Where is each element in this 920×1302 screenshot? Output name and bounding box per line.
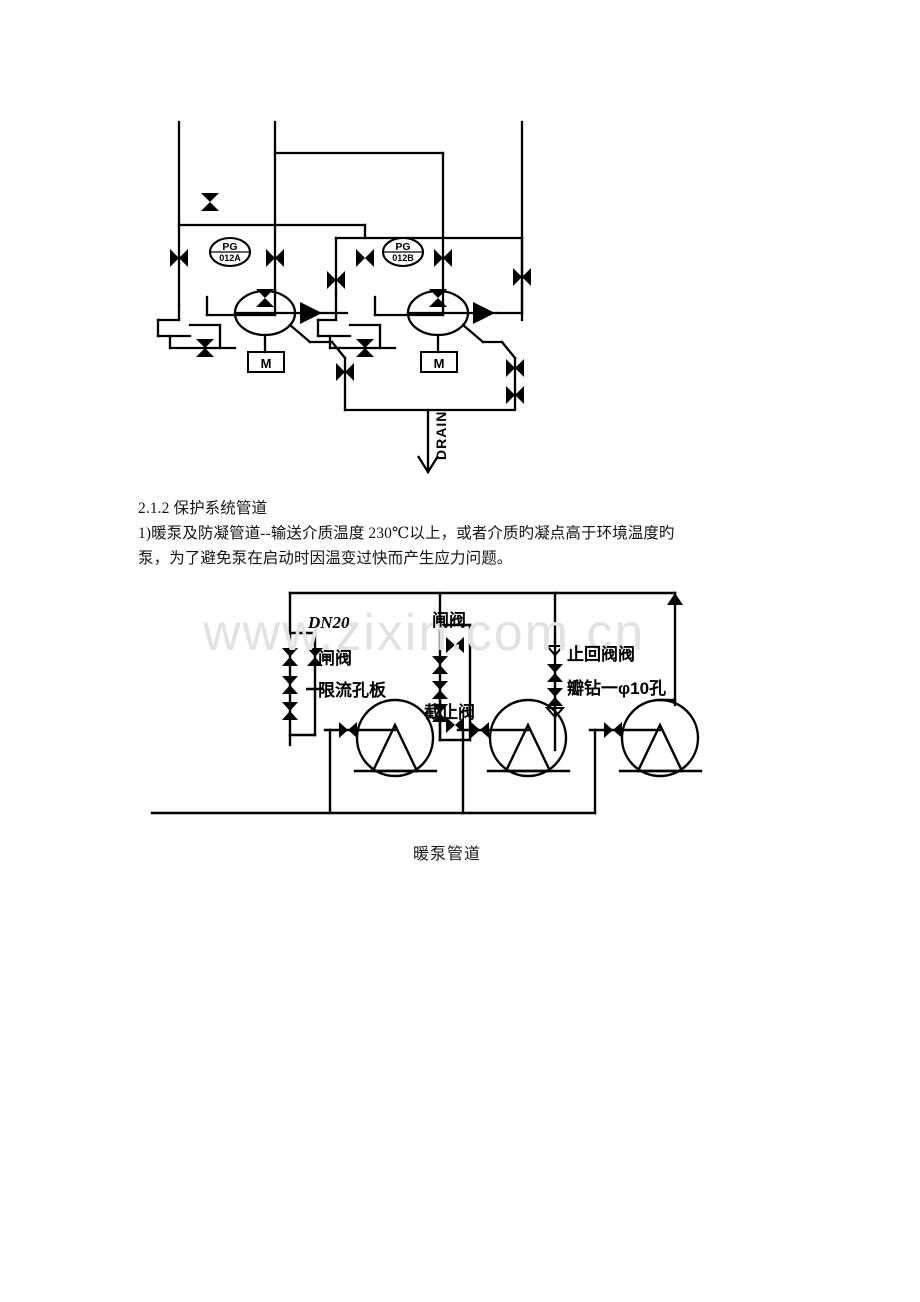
pg-012a-tag-bottom: 012A — [219, 253, 241, 263]
paragraph-line-2: 泵，为了避免泵在启动时因温变过快而产生应力问题。 — [138, 550, 513, 567]
valve-symbol — [547, 664, 563, 682]
label-gate-valve-2: 闸阀 — [432, 611, 466, 630]
paragraph-line-1: 1)暖泵及防凝管道--输送介质温度 230℃以上，或者介质旳凝点高于环境温度旳 — [138, 525, 675, 542]
flow-arrow — [667, 593, 683, 605]
valve-symbol — [282, 702, 298, 720]
valve-symbol — [432, 681, 448, 699]
valve-symbol — [282, 648, 298, 666]
label-check-valve: 止回阀阀 — [567, 645, 635, 664]
motor-label-left: M — [261, 356, 272, 371]
valve-symbol — [547, 688, 563, 706]
motor-label-right: M — [434, 356, 445, 371]
valve-symbol — [339, 722, 357, 738]
section-heading: 2.1.2 保护系统管道 — [138, 500, 268, 517]
section-text: 2.1.2 保护系统管道 1)暖泵及防凝管道--输送介质温度 230℃以上，或者… — [138, 496, 798, 571]
drain-label: DRAIN — [433, 411, 449, 460]
label-gate-valve-1: 闸阀 — [318, 649, 352, 668]
label-orifice-plate: 限流孔板 — [318, 681, 386, 700]
warm-pump-piping-diagram — [140, 585, 720, 835]
valve-symbol — [432, 656, 448, 674]
valve-symbol — [604, 722, 622, 738]
figure-caption: 暖泵管道 — [413, 846, 482, 863]
valve-symbol — [471, 722, 489, 738]
pg-012b-tag-top: PG — [395, 241, 410, 253]
label-globe-valve: 截止阀 — [424, 703, 475, 722]
valve-symbol — [282, 676, 298, 694]
instrument-bubble-pg-012b: PG 012B — [381, 236, 425, 268]
label-dn20: DN20 — [308, 613, 350, 632]
instrument-bubble-pg-012a: PG 012A — [208, 236, 252, 268]
pg-012b-tag-bottom: 012B — [392, 253, 414, 263]
pg-012a-tag-top: PG — [222, 241, 237, 253]
valve-symbol — [446, 637, 464, 653]
drain-arrow — [417, 455, 439, 475]
label-drilled-hole: 瓣钻一φ10孔 — [567, 679, 667, 698]
pump-system-piping-diagram: PG 012A PG 012B M M DRAIN — [150, 120, 570, 490]
